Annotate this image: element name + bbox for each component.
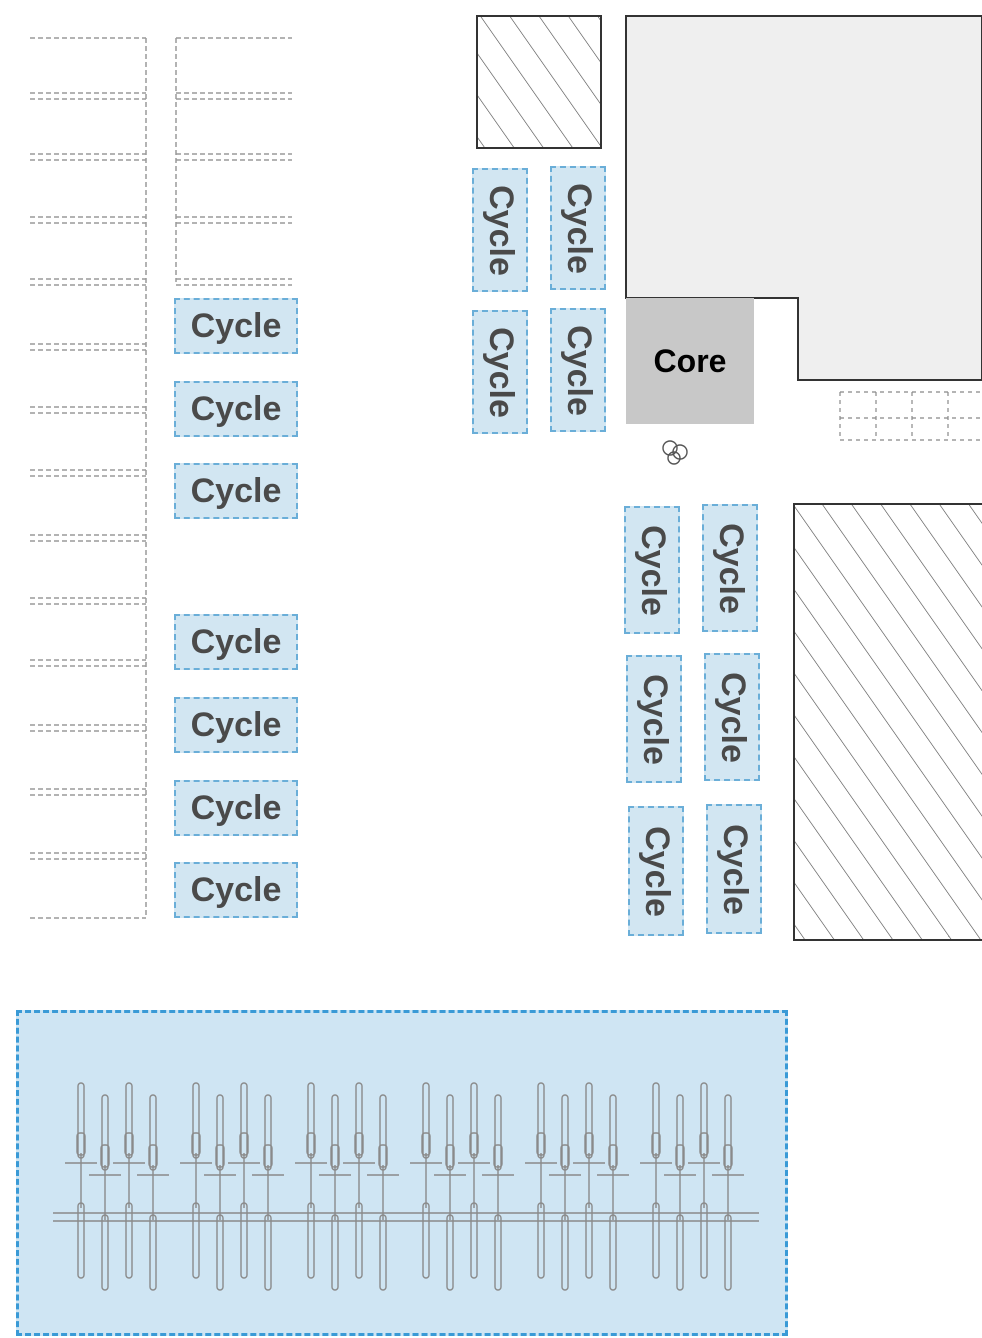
- bike-rack-drawing: [53, 1082, 759, 1291]
- cycle-tile: Cycle: [472, 310, 528, 434]
- bicycle-icon: [573, 1082, 605, 1279]
- bicycle-icon: [482, 1094, 514, 1291]
- bicycle-icon: [410, 1082, 442, 1279]
- cycle-label: Cycle: [190, 622, 282, 661]
- bicycle-icon: [113, 1082, 145, 1279]
- bicycle-icon: [367, 1094, 399, 1291]
- cycle-tile: Cycle: [174, 381, 298, 437]
- cycle-label: Cycle: [637, 825, 676, 917]
- bicycle-icon: [137, 1094, 169, 1291]
- cycle-label: Cycle: [635, 673, 674, 765]
- cycle-label: Cycle: [190, 870, 282, 909]
- bicycle-icon: [89, 1094, 121, 1291]
- core-label: Core: [653, 342, 727, 379]
- parking-bays: [30, 37, 292, 919]
- bicycle-icon: [252, 1094, 284, 1291]
- bicycle-icon: [343, 1082, 375, 1279]
- cycle-tile: Cycle: [624, 506, 680, 634]
- hatched-block-right: [793, 503, 982, 941]
- cycle-label: Cycle: [559, 324, 598, 416]
- bicycle-icon: [319, 1094, 351, 1291]
- cycle-label: Cycle: [713, 671, 752, 763]
- bicycle-icon: [688, 1082, 720, 1279]
- cycle-label: Cycle: [190, 306, 282, 345]
- cycle-tile: Cycle: [550, 166, 606, 290]
- bicycle-icon: [65, 1082, 97, 1279]
- bicycle-icon: [712, 1094, 744, 1291]
- cycle-tile: Cycle: [626, 655, 682, 783]
- bicycle-icon: [458, 1082, 490, 1279]
- bicycle-icon: [549, 1094, 581, 1291]
- cycle-label: Cycle: [633, 524, 672, 616]
- cycle-tile: Cycle: [174, 463, 298, 519]
- cycle-label: Cycle: [481, 184, 520, 276]
- tree-icon: [662, 440, 688, 465]
- cycle-tile: Cycle: [174, 697, 298, 753]
- cycle-tile: Cycle: [174, 298, 298, 354]
- cycle-label: Cycle: [481, 326, 520, 418]
- cycle-tile: Cycle: [704, 653, 760, 781]
- cycle-label: Cycle: [190, 471, 282, 510]
- cycle-tile: Cycle: [174, 614, 298, 670]
- cycle-label: Cycle: [559, 182, 598, 274]
- cycle-tile: Cycle: [472, 168, 528, 292]
- cycle-tile: Cycle: [706, 804, 762, 934]
- bicycle-icon: [204, 1094, 236, 1291]
- cycle-label: Cycle: [190, 788, 282, 827]
- bike-parking-zone: [16, 1010, 788, 1336]
- cycle-tile: Cycle: [174, 862, 298, 918]
- bicycle-icon: [525, 1082, 557, 1279]
- bicycle-icon: [434, 1094, 466, 1291]
- bicycle-icon: [640, 1082, 672, 1279]
- cycle-label: Cycle: [190, 705, 282, 744]
- cycle-tile: Cycle: [702, 504, 758, 632]
- dashed-grid: [839, 391, 982, 441]
- bicycle-icon: [597, 1094, 629, 1291]
- hatched-block-top: [476, 15, 602, 149]
- cycle-label: Cycle: [190, 389, 282, 428]
- cycle-label: Cycle: [711, 522, 750, 614]
- cycle-tile: Cycle: [174, 780, 298, 836]
- bicycle-icon: [180, 1082, 212, 1279]
- cycle-tile: Cycle: [628, 806, 684, 936]
- cycle-tile: Cycle: [550, 308, 606, 432]
- bicycle-icon: [664, 1094, 696, 1291]
- core-block: [626, 298, 754, 424]
- bicycle-icon: [228, 1082, 260, 1279]
- bicycle-icon: [295, 1082, 327, 1279]
- cycle-label: Cycle: [715, 823, 754, 915]
